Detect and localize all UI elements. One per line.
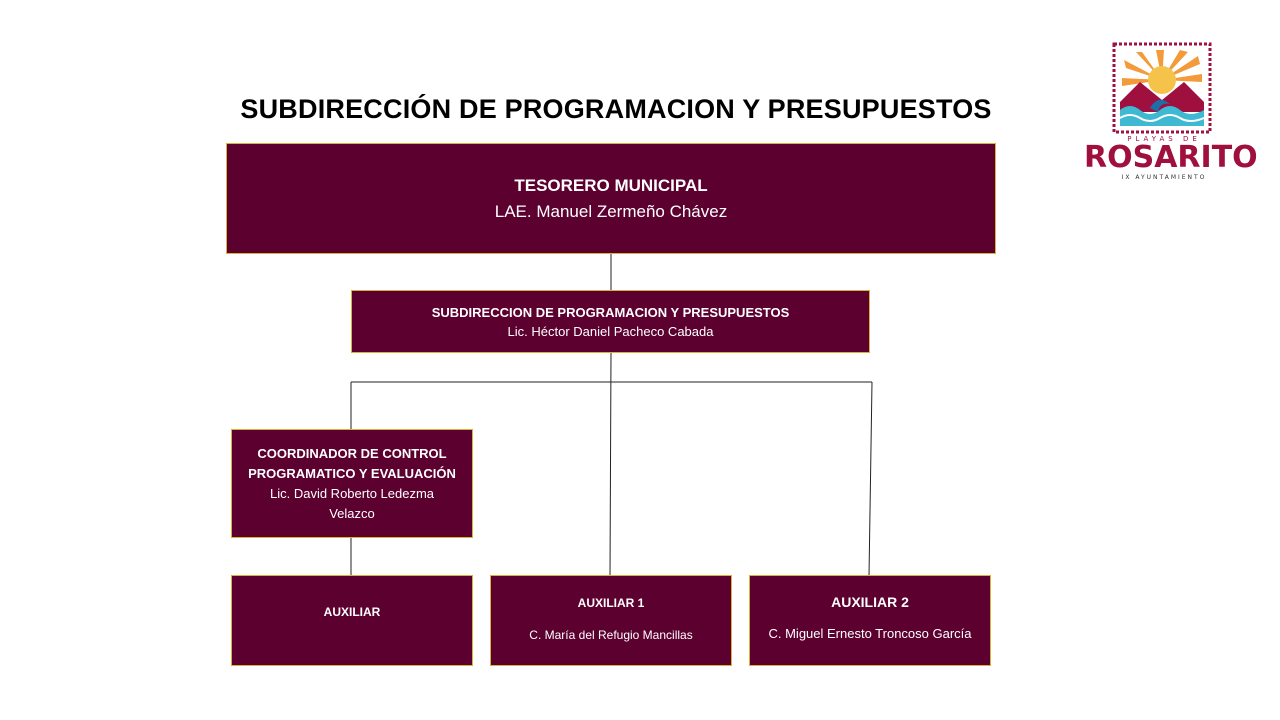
node-auxiliar2: AUXILIAR 2 C. Miguel Ernesto Troncoso Ga… — [749, 575, 991, 666]
node-coordinador-name-1: Lic. David Roberto Ledezma — [269, 485, 435, 501]
node-auxiliar2-name: C. Miguel Ernesto Troncoso García — [768, 626, 972, 641]
node-subdireccion-title: SUBDIRECCION DE PROGRAMACION Y PRESUPUES… — [431, 304, 790, 320]
node-coordinador: COORDINADOR DE CONTROL PROGRAMATICO Y EV… — [231, 429, 473, 538]
node-tesorero-name: LAE. Manuel Zermeño Chávez — [494, 201, 728, 221]
logo-name: ROSARITO — [1084, 140, 1258, 175]
rosarito-logo-icon — [1112, 42, 1212, 134]
node-subdireccion-name: Lic. Héctor Daniel Pacheco Cabada — [507, 323, 714, 339]
connector-sub-aux1 — [609, 351, 612, 577]
node-auxiliar2-title: AUXILIAR 2 — [831, 594, 909, 610]
node-coordinador-title-1: COORDINADOR DE CONTROL — [257, 445, 447, 461]
node-subdireccion: SUBDIRECCION DE PROGRAMACION Y PRESUPUES… — [351, 290, 870, 353]
node-auxiliar: AUXILIAR — [231, 575, 473, 666]
page-title: SUBDIRECCIÓN DE PROGRAMACION Y PRESUPUES… — [240, 94, 992, 124]
node-auxiliar-title: AUXILIAR — [323, 605, 381, 619]
node-auxiliar1-title: AUXILIAR 1 — [577, 596, 645, 610]
logo-top-text: PLAYAS DE — [1127, 135, 1201, 143]
node-tesorero-title: TESORERO MUNICIPAL — [514, 175, 708, 195]
node-coordinador-title-2: PROGRAMATICO Y EVALUACIÓN — [248, 465, 456, 481]
node-tesorero: TESORERO MUNICIPAL LAE. Manuel Zermeño C… — [226, 143, 996, 254]
logo-bottom-text: IX AYUNTAMIENTO — [1121, 174, 1207, 181]
node-auxiliar1-name: C. María del Refugio Mancillas — [529, 628, 693, 642]
node-coordinador-name-2: Velazco — [329, 505, 375, 521]
node-auxiliar1: AUXILIAR 1 C. María del Refugio Mancilla… — [490, 575, 732, 666]
connector-to-aux2 — [868, 381, 873, 577]
